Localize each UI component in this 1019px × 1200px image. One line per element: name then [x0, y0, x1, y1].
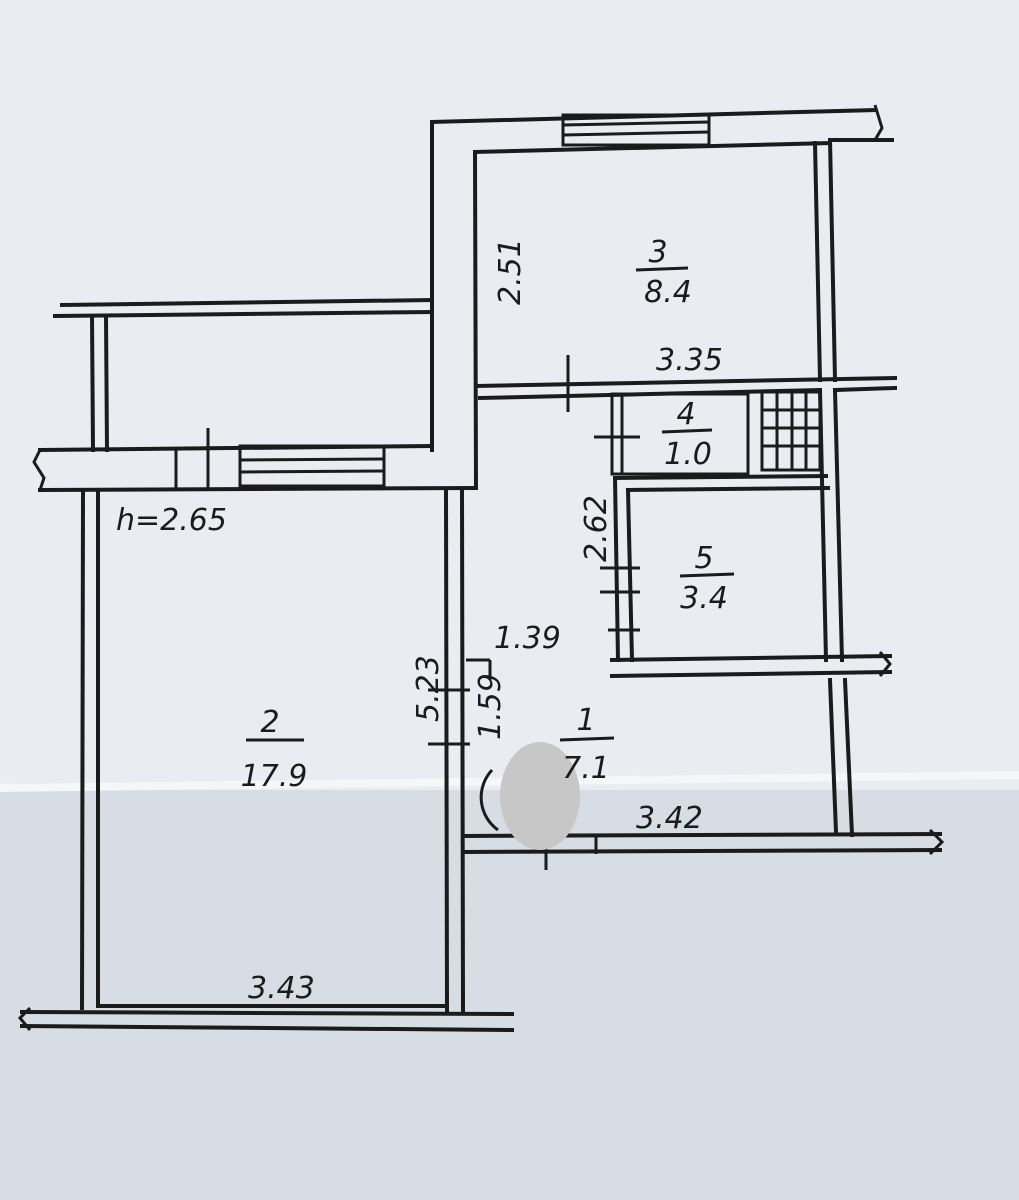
room-3-label: 3 8.4: [635, 235, 692, 310]
room-2-area: 17.9: [241, 759, 308, 794]
wall-left-block: [32, 297, 479, 493]
ventilation-shaft: [760, 390, 822, 472]
room-3-number: 3: [648, 235, 667, 270]
dim-room1-width: 3.42: [636, 801, 703, 836]
room-5-number: 5: [694, 541, 713, 576]
room-4-label: 4 1.0: [661, 397, 713, 472]
room-4-area: 1.0: [664, 437, 712, 472]
window-room2: [238, 444, 386, 488]
room-4-outline: [594, 392, 750, 476]
room-1-label: 1 7.1: [559, 703, 615, 786]
dim-room2-width: 3.43: [248, 971, 315, 1006]
privacy-blur: [500, 742, 580, 850]
room-1-number: 1: [576, 703, 595, 738]
dim-corridor-width: 1.39: [494, 621, 561, 656]
ceiling-height-label: h=2.65: [116, 503, 227, 538]
room-2-outline: [17, 487, 515, 1033]
dim-room3-height: 2.51: [493, 238, 528, 305]
room-2-label: 2 17.9: [241, 705, 308, 794]
dim-room5-height: 2.62: [579, 495, 614, 562]
room-2-number: 2: [260, 705, 279, 740]
paper-shadow: [0, 790, 1019, 1200]
dim-corridor-depth: 1.59: [473, 673, 508, 740]
room-1-area: 7.1: [562, 751, 610, 786]
window-room3: [561, 113, 711, 147]
room-5-outline: [600, 473, 893, 679]
wall-right: [812, 137, 855, 838]
room-5-label: 5 3.4: [679, 541, 735, 616]
dim-room2-height: 5.23: [411, 655, 446, 722]
room-3-area: 8.4: [644, 275, 692, 310]
wall-room3-left: [430, 120, 479, 491]
room-5-area: 3.4: [680, 581, 728, 616]
room-4-number: 4: [676, 397, 695, 432]
dim-room3-width: 3.35: [656, 343, 723, 378]
